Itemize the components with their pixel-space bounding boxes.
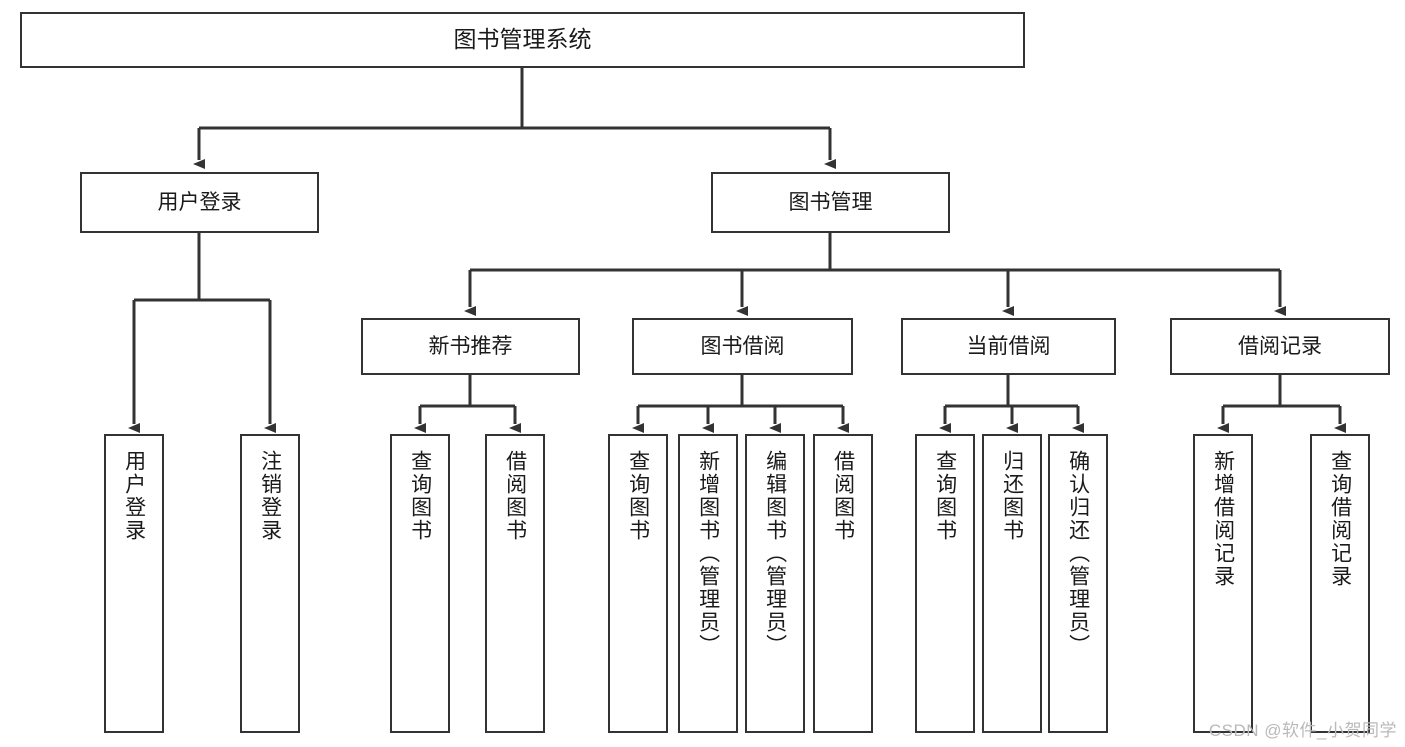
node-leaf-confirm-return-admin[interactable]: 确认归还（管理员）: [1048, 434, 1108, 733]
node-label: 注销登录: [258, 450, 282, 542]
node-leaf-query-book-current[interactable]: 查询图书: [915, 434, 975, 733]
node-label: 查询图书: [408, 450, 432, 542]
node-label: 确认归还（管理员）: [1066, 450, 1090, 657]
node-new-book-recommendation[interactable]: 新书推荐: [361, 318, 580, 375]
node-label: 借阅图书: [503, 450, 527, 542]
node-label: 当前借阅: [966, 334, 1051, 358]
watermark-text: CSDN @软件_小贺同学: [1208, 721, 1397, 740]
node-label: 图书管理: [788, 190, 873, 214]
node-leaf-logout[interactable]: 注销登录: [240, 434, 300, 733]
node-label: 查询图书: [626, 450, 650, 542]
node-label: 借阅图书: [831, 450, 855, 542]
node-leaf-edit-book-admin[interactable]: 编辑图书（管理员）: [745, 434, 805, 733]
node-user-login[interactable]: 用户登录: [80, 172, 319, 233]
node-book-borrow[interactable]: 图书借阅: [632, 318, 853, 375]
node-label: 编辑图书（管理员）: [763, 450, 787, 657]
node-label: 查询图书: [933, 450, 957, 542]
node-current-borrow[interactable]: 当前借阅: [901, 318, 1116, 375]
node-label: 新增图书（管理员）: [696, 450, 720, 657]
node-label: 用户登录: [157, 190, 242, 214]
node-leaf-user-login[interactable]: 用户登录: [104, 434, 164, 733]
node-label: 归还图书: [1000, 450, 1024, 542]
node-label: 新书推荐: [428, 334, 513, 358]
node-leaf-query-book-borrow[interactable]: 查询图书: [608, 434, 668, 733]
node-label: 新增借阅记录: [1211, 450, 1235, 588]
node-leaf-borrow-book[interactable]: 借阅图书: [813, 434, 873, 733]
node-leaf-borrow-book-recommend[interactable]: 借阅图书: [485, 434, 545, 733]
node-label: 查询借阅记录: [1328, 450, 1352, 588]
node-leaf-query-book-recommend[interactable]: 查询图书: [390, 434, 450, 733]
node-label: 借阅记录: [1238, 334, 1322, 358]
node-leaf-query-borrow-record[interactable]: 查询借阅记录: [1310, 434, 1370, 733]
node-label: 图书管理系统: [453, 26, 592, 53]
node-book-management[interactable]: 图书管理: [711, 172, 950, 233]
node-leaf-add-book-admin[interactable]: 新增图书（管理员）: [678, 434, 738, 733]
node-leaf-return-book[interactable]: 归还图书: [982, 434, 1042, 733]
node-label: 图书借阅: [700, 334, 785, 358]
node-leaf-add-borrow-record[interactable]: 新增借阅记录: [1193, 434, 1253, 733]
node-borrow-record[interactable]: 借阅记录: [1170, 318, 1390, 375]
node-root-book-management-system[interactable]: 图书管理系统: [20, 12, 1025, 68]
node-label: 用户登录: [122, 450, 146, 542]
